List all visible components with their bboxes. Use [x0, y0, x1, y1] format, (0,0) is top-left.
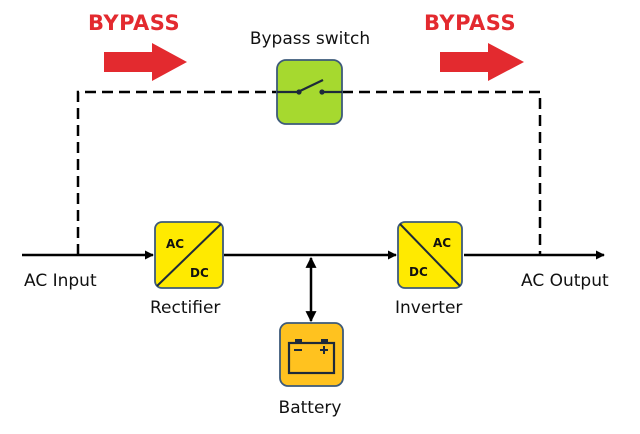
bypass-switch — [276, 59, 343, 125]
bypass-path — [76, 90, 542, 255]
bypass-label-left: BYPASS — [88, 11, 180, 35]
ac-input-label: AC Input — [24, 271, 97, 291]
ac-output-label: AC Output — [521, 271, 609, 291]
inverter-ac-text: AC — [433, 236, 451, 250]
switch-symbol-icon — [277, 79, 342, 95]
rectifier-dc-text: DC — [190, 266, 209, 280]
rectifier-block: AC DC — [154, 221, 224, 289]
inverter-dc-text: DC — [409, 265, 428, 279]
inverter-label: Inverter — [395, 298, 462, 318]
battery-icon — [287, 339, 336, 375]
battery-label: Battery — [279, 398, 342, 418]
rectifier-diagonal — [156, 223, 222, 287]
battery-block — [279, 322, 344, 387]
rectifier-ac-text: AC — [166, 237, 184, 251]
bypass-arrow-right-icon — [440, 43, 524, 81]
rectifier-label: Rectifier — [150, 298, 220, 318]
bypass-arrow-left-icon — [104, 43, 187, 81]
inverter-block: AC DC — [397, 221, 463, 289]
inverter-diagonal — [399, 223, 461, 287]
bypass-switch-label: Bypass switch — [250, 29, 370, 49]
bypass-label-right: BYPASS — [424, 11, 516, 35]
